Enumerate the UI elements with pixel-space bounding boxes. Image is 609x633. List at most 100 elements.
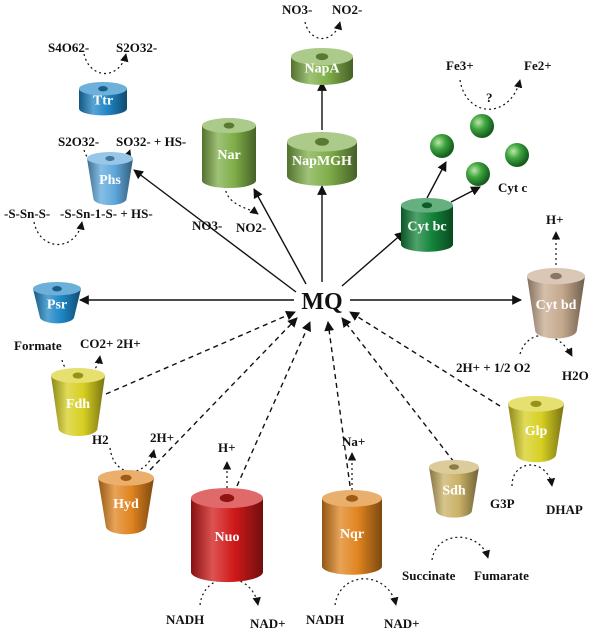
cytbd-proton-label: H+ [546, 212, 564, 227]
psr-substrate-label: -S-Sn-S- [4, 206, 50, 221]
nar-body [202, 125, 256, 189]
arrow-glp-to-mq [349, 311, 501, 407]
ttr-body [79, 88, 127, 116]
nqr-top-hole [346, 495, 358, 502]
mq-label: MQ [301, 289, 342, 315]
fdh-shape: Fdh [51, 368, 105, 437]
hyd-top-hole [120, 474, 132, 481]
curve-hyd [109, 447, 157, 473]
curve-nqr [334, 578, 399, 606]
curve-psr [33, 221, 85, 246]
hyd-label: Hyd [113, 497, 139, 512]
nqr-product-label: NAD+ [384, 616, 420, 631]
fdh-body [51, 375, 105, 437]
cytbc-top-hole [421, 202, 433, 209]
sdh-body [429, 467, 479, 518]
sdh-shape: Sdh [429, 460, 479, 518]
mq-dashed-arrows [105, 311, 501, 487]
arrow-mq-to-phs [133, 169, 297, 293]
psr-shape: Psr [33, 282, 81, 324]
nuo-proton-label: H+ [218, 440, 236, 455]
phs-top-hole [105, 155, 115, 162]
ttr-top-hole [98, 86, 108, 92]
nar-product-label: NO2- [236, 220, 266, 235]
psr-body [33, 288, 81, 324]
hyd-shape: Hyd [98, 470, 154, 535]
nqr-label: Nqr [340, 527, 364, 542]
nuo-shape: Nuo [191, 488, 263, 583]
nuo-body [191, 498, 263, 583]
curve-ttr [83, 53, 129, 75]
curve-fdh [61, 355, 103, 378]
cytbc-shape: Cyt bc [401, 198, 453, 252]
sdh-top-hole [449, 464, 459, 470]
hyd-substrate-label: H2 [92, 432, 109, 447]
cytc-sphere [430, 134, 454, 158]
fe-question-label: ? [486, 90, 493, 105]
phs-substrate-label: S2O32- [58, 134, 99, 149]
napmgh-body [287, 141, 357, 186]
cytbd-shape: Cyt bd [527, 268, 585, 339]
cytc-label: Cyt c [498, 180, 527, 195]
fdh-substrate-label: Formate [14, 338, 62, 353]
arrow-cytbc-to-cytc-right [450, 186, 481, 203]
nuo-label: Nuo [215, 530, 240, 545]
cytbc-body [401, 205, 453, 252]
cytbc-label: Cyt bc [407, 220, 446, 235]
ttr-product-label: S2O32- [116, 40, 157, 55]
curve-cytbd [519, 334, 573, 357]
nuo-substrate-label: NADH [166, 612, 204, 627]
napa-product-label: NO2- [332, 2, 362, 17]
arrow-sdh-to-mq [341, 317, 455, 463]
curve-sdh [431, 536, 490, 561]
sdh-product-label: Fumarate [474, 568, 529, 583]
fe3-label: Fe3+ [446, 58, 474, 73]
hyd-body [98, 477, 154, 535]
napmgh-top-hole [315, 137, 329, 146]
arrow-nuo-to-mq [236, 321, 311, 487]
curve-fe [459, 79, 523, 110]
napmgh-shape: NapMGH [287, 132, 357, 186]
glp-top-hole [530, 400, 542, 407]
fdh-product-label: CO2+ 2H+ [80, 336, 141, 351]
phs-body [87, 158, 133, 206]
glp-product-label: DHAP [546, 502, 583, 517]
curve-phs [83, 149, 132, 167]
ttr-label: Ttr [93, 93, 113, 108]
psr-label: Psr [47, 297, 67, 312]
nqr-substrate-label: NADH [306, 612, 344, 627]
reaction-curves [33, 21, 573, 606]
cytc-sphere [470, 114, 494, 138]
arrow-fdh-to-mq [105, 311, 296, 395]
curve-nar [224, 185, 259, 215]
sdh-substrate-label: Succinate [402, 568, 456, 583]
ttr-shape: Ttr [79, 82, 127, 116]
curve-glp [511, 464, 556, 487]
fdh-label: Fdh [66, 397, 90, 412]
napa-label: NapA [304, 61, 340, 76]
cytc-sphere [466, 162, 490, 186]
glp-substrate-label: G3P [490, 496, 515, 511]
hyd-product-label: 2H+ [150, 430, 174, 445]
nuo-top-hole [219, 494, 235, 503]
psr-product-label: -S-Sn-1-S- + HS- [60, 206, 153, 221]
fe2-label: Fe2+ [524, 58, 552, 73]
sdh-label: Sdh [442, 484, 466, 499]
glp-shape: Glp [508, 396, 564, 463]
glp-body [508, 403, 564, 463]
cytbd-top-hole [550, 272, 562, 280]
phs-shape: Phs [87, 152, 133, 206]
arrow-nqr-to-mq [324, 321, 351, 487]
mq-arrows [79, 81, 522, 305]
nqr-shape: Nqr [322, 490, 382, 575]
nar-top-hole [223, 122, 235, 129]
cytc-spheres [430, 114, 529, 186]
napmgh-label: NapMGH [292, 154, 352, 169]
nar-label: Nar [217, 148, 240, 163]
phs-product-label: SO32- + HS- [116, 134, 186, 149]
cytbd-substrate-label: 2H+ + 1/2 O2 [456, 360, 530, 375]
napa-substrate-label: NO3- [282, 2, 312, 17]
